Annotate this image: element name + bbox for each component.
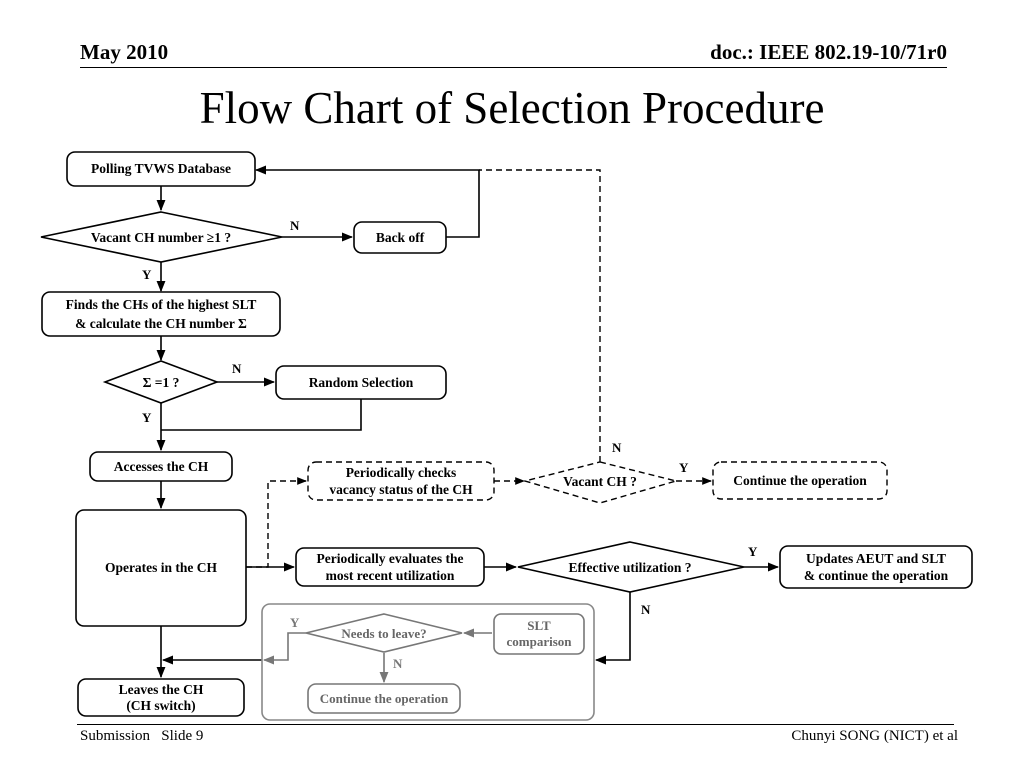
node-slt-comparison-label-1: SLT [527, 618, 551, 633]
label-leave-yes: Y [290, 615, 300, 630]
node-polling-label: Polling TVWS Database [91, 161, 231, 176]
node-polling [66, 151, 256, 187]
node-periodic-check-label-1: Periodically checks [346, 465, 457, 480]
node-accesses [89, 451, 233, 482]
footer-author: Chunyi SONG (NICT) et al [791, 728, 958, 744]
node-leaves-label-1: Leaves the CH [119, 682, 204, 697]
node-needs-leave-decision [305, 613, 463, 653]
node-sigma-decision-label: Σ =1 ? [143, 375, 180, 390]
label-effective-no: N [641, 602, 651, 617]
edge-needs-yes [262, 632, 306, 665]
edge-effective-panel [594, 592, 631, 665]
header-doc-id: doc.: IEEE 802.19-10/71r0 [710, 40, 947, 64]
node-backoff [353, 221, 447, 254]
node-slt-comparison-label-2: comparison [507, 634, 573, 649]
node-finds-label-1: Finds the CHs of the highest SLT [66, 297, 257, 312]
node-accesses-label: Accesses the CH [114, 459, 209, 474]
node-effective-decision [517, 541, 745, 593]
node-random [275, 365, 447, 400]
node-finds-label-2: & calculate the CH number Σ [75, 316, 247, 331]
label-leave-no: N [393, 656, 403, 671]
edge-random-merge [161, 399, 362, 431]
node-slt-comparison [493, 613, 585, 655]
label-effective-yes: Y [748, 544, 758, 559]
node-finds [41, 291, 281, 337]
node-continue-top [712, 461, 888, 500]
edge-vacantch-no-loop [479, 169, 601, 462]
node-periodic-eval [295, 547, 485, 587]
node-leaves [77, 678, 245, 717]
node-leaves-label-2: (CH switch) [126, 698, 195, 713]
node-backoff-label: Back off [376, 230, 425, 245]
label-vacantch-no: N [612, 440, 622, 455]
label-vacant-yes: Y [142, 267, 152, 282]
footer-rule [77, 724, 954, 725]
node-periodic-eval-label-2: most recent utilization [326, 568, 455, 583]
node-vacant-decision-label: Vacant CH number ≥1 ? [91, 230, 231, 245]
header-rule [80, 67, 947, 68]
node-vacantch-decision [522, 461, 679, 504]
node-periodic-check-label-2: vacancy status of the CH [329, 482, 473, 497]
node-updates [779, 545, 973, 589]
label-vacantch-yes: Y [679, 460, 689, 475]
node-continue-bottom [307, 683, 461, 714]
node-needs-leave-decision-label: Needs to leave? [341, 626, 426, 641]
node-operates-label: Operates in the CH [105, 560, 218, 575]
node-leave-panel [261, 603, 595, 721]
footer-submission: Submission Slide 9 [80, 728, 204, 744]
node-vacant-decision [40, 211, 283, 263]
node-vacantch-decision-label: Vacant CH ? [563, 474, 637, 489]
node-updates-label-1: Updates AEUT and SLT [806, 551, 946, 566]
node-random-label: Random Selection [309, 375, 414, 390]
node-continue-top-label: Continue the operation [733, 473, 867, 488]
node-continue-bottom-label: Continue the operation [320, 691, 449, 706]
node-sigma-decision [102, 360, 220, 404]
node-periodic-eval-label-1: Periodically evaluates the [317, 551, 464, 566]
slide-title: Flow Chart of Selection Procedure [199, 83, 825, 133]
node-periodic-check [307, 461, 495, 501]
node-updates-label-2: & continue the operation [804, 568, 949, 583]
node-operates [75, 509, 247, 627]
header-date: May 2010 [80, 40, 169, 64]
label-sigma-yes: Y [142, 410, 152, 425]
label-vacant-no: N [290, 218, 300, 233]
node-effective-decision-label: Effective utilization ? [569, 560, 692, 575]
edge-backoff-polling [254, 165, 480, 238]
label-sigma-no: N [232, 361, 242, 376]
